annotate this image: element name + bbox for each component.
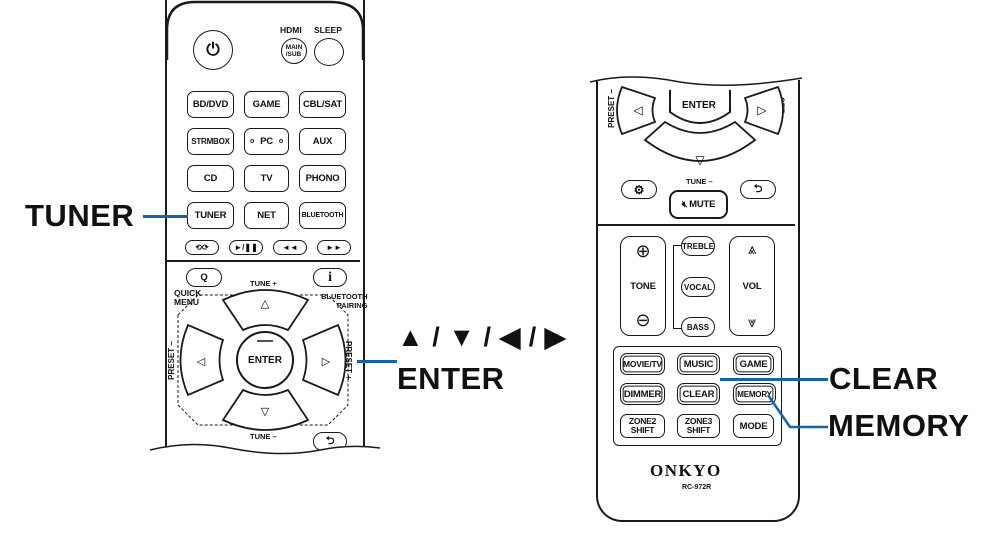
bluetooth-pairing-label: BLUETOOTH PAIRING	[321, 292, 368, 310]
quick-menu-label: QUICK MENU	[174, 288, 202, 307]
previous-icon: ◄◄	[282, 243, 298, 252]
dimmer-button[interactable]: DIMMER	[620, 383, 665, 405]
left-dpad: △ ▽ ◁ ▷	[177, 289, 349, 431]
movie-tv-button[interactable]: MOVIE/TV	[620, 353, 665, 375]
tone-label: TONE	[630, 280, 656, 292]
volume-up-icon: ⩓	[747, 241, 757, 258]
music-button[interactable]: MUSIC	[677, 353, 720, 375]
left-dpad-down	[221, 388, 310, 431]
tuner-button[interactable]: TUNER	[187, 202, 234, 229]
svg-text:◁: ◁	[632, 103, 642, 117]
play-pause-icon: ►/❚❚	[234, 243, 258, 252]
mute-icon: 🔇︎	[681, 199, 688, 209]
memory-callout-line	[766, 395, 828, 429]
memory-button[interactable]: MEMORY	[733, 383, 776, 405]
mute-button[interactable]: 🔇︎ MUTE	[669, 190, 728, 219]
power-icon: ⏻	[206, 40, 220, 59]
game-button[interactable]: GAME	[244, 91, 289, 118]
mode-panel	[613, 346, 782, 446]
hdmi-label: HDMI	[280, 25, 302, 35]
vol-label: VOL	[742, 280, 762, 292]
svg-text:▷: ▷	[322, 355, 331, 368]
mode-button[interactable]: MODE	[733, 414, 774, 438]
strmbox-button[interactable]: STRMBOX	[187, 128, 234, 155]
minus-icon: ⊖	[635, 310, 651, 330]
left-dpad-right	[301, 323, 347, 397]
left-remote-cut	[150, 443, 380, 546]
aux-button[interactable]: AUX	[299, 128, 346, 155]
tv-button[interactable]: TV	[244, 165, 289, 192]
volume-rocker[interactable]: ⩓ VOL ⩔	[729, 236, 775, 336]
tune-minus-label-left: TUNE –	[250, 432, 277, 441]
left-divider	[167, 260, 360, 262]
bass-button[interactable]: BASS	[681, 317, 715, 337]
quick-menu-button[interactable]: Q	[186, 268, 222, 287]
tone-bracket	[673, 245, 682, 329]
back-icon: ⮌	[325, 435, 335, 447]
cd-button[interactable]: CD	[187, 165, 234, 192]
play-pause-button[interactable]: ►/❚❚	[229, 240, 263, 255]
svg-text:△: △	[261, 297, 270, 310]
clear-callout-line	[720, 378, 828, 381]
right-setup-button[interactable]: ⚙	[621, 180, 657, 199]
zone2-shift-button[interactable]: ZONE2 SHIFT	[620, 414, 665, 438]
right-divider	[598, 224, 795, 226]
pc-dot-left: o	[250, 138, 255, 145]
next-button[interactable]: ►►	[317, 240, 351, 255]
sleep-button[interactable]	[314, 38, 344, 66]
right-back-button[interactable]: ⮌	[740, 180, 776, 199]
zone3-shift-button[interactable]: ZONE3 SHIFT	[677, 414, 720, 438]
back-icon: ⮌	[753, 183, 763, 195]
info-button[interactable]: i	[313, 268, 347, 287]
svg-text:▽: ▽	[261, 405, 270, 418]
model-label: RC-972R	[682, 484, 712, 491]
preset-minus-label-left: PRESET –	[166, 341, 176, 380]
pc-dot-right: o	[278, 138, 283, 145]
volume-down-icon: ⩔	[747, 314, 757, 331]
enter-callout-line	[357, 360, 397, 363]
plus-icon: ⊕	[635, 241, 651, 261]
sleep-label: SLEEP	[314, 25, 342, 35]
svg-text:▽: ▽	[695, 153, 705, 167]
left-dpad-up	[221, 289, 310, 332]
next-icon: ►►	[326, 243, 342, 252]
preset-plus-label-left: PRESET +	[343, 341, 353, 380]
right-dpad: ◁ ▷ ▽	[616, 85, 784, 167]
net-button[interactable]: NET	[244, 202, 289, 229]
arrows-callout: ▲ / ▼ / ◀ / ▶	[397, 322, 566, 352]
tune-minus-label-right: TUNE –	[686, 177, 713, 186]
bluetooth-button[interactable]: BLUETOOTH	[299, 202, 346, 229]
repeat-button[interactable]: ⟲⟳	[185, 240, 219, 255]
gear-icon: ⚙	[633, 182, 645, 197]
game-mode-button[interactable]: GAME	[733, 353, 774, 375]
brand-logo: ONKYO	[650, 461, 722, 480]
tuner-callout-line	[143, 215, 188, 218]
left-enter-button[interactable]: ENTER	[248, 354, 282, 366]
clear-callout: CLEAR	[829, 361, 939, 396]
bd-dvd-button[interactable]: BD/DVD	[187, 91, 234, 118]
svg-text:▷: ▷	[757, 103, 767, 117]
power-button[interactable]: ⏻	[193, 30, 233, 70]
tuner-callout: TUNER	[25, 198, 135, 233]
clear-button[interactable]: CLEAR	[677, 383, 720, 405]
phono-button[interactable]: PHONO	[299, 165, 346, 192]
pc-button[interactable]: o PC o	[244, 128, 289, 155]
main-sub-button[interactable]: MAIN /SUB	[281, 38, 307, 64]
cbl-sat-button[interactable]: CBL/SAT	[299, 91, 346, 118]
tone-rocker[interactable]: ⊕ TONE ⊖	[620, 236, 666, 336]
enter-callout: ENTER	[397, 361, 505, 396]
repeat-icon: ⟲⟳	[195, 243, 209, 252]
right-remote-cut	[590, 60, 802, 86]
treble-button[interactable]: TREBLE	[681, 236, 715, 256]
previous-button[interactable]: ◄◄	[273, 240, 307, 255]
svg-text:◁: ◁	[197, 355, 206, 368]
tune-plus-label-left: TUNE +	[250, 279, 277, 288]
vocal-button[interactable]: VOCAL	[681, 277, 715, 297]
left-dpad-left	[179, 323, 225, 397]
memory-callout: MEMORY	[828, 408, 970, 443]
right-enter-label[interactable]: ENTER	[682, 100, 716, 111]
